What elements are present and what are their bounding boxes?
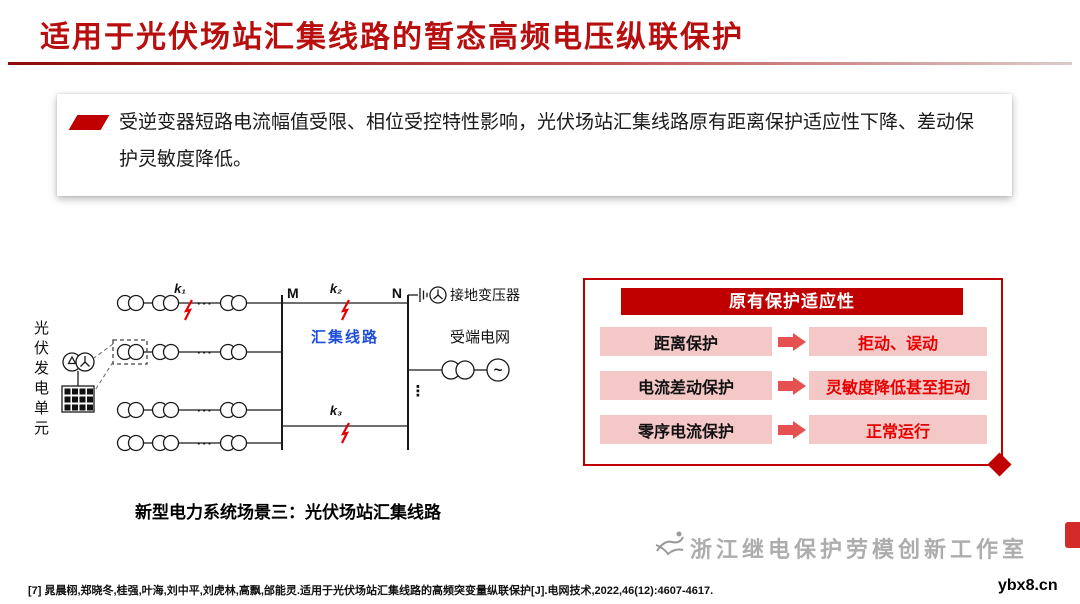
bus-m-label: M	[287, 285, 299, 301]
row2-ellipsis: ···	[197, 345, 213, 360]
arrow-shaft	[778, 424, 793, 435]
summary-box: 受逆变器短路电流幅值受限、相位受控特性影响，光伏场站汇集线路原有距离保护适应性下…	[57, 94, 1012, 196]
panel-row-differential: 电流差动保护 灵敏度降低甚至拒动	[600, 371, 987, 400]
summary-text: 受逆变器短路电流幅值受限、相位受控特性影响，光伏场站汇集线路原有距离保护适应性下…	[119, 112, 975, 170]
studio-logo-icon	[655, 531, 684, 556]
diagram-caption: 新型电力系统场景三：光伏场站汇集线路	[135, 503, 441, 522]
fault-label-k3: k₃	[330, 403, 342, 418]
row4-ellipsis: ···	[197, 436, 213, 451]
adaptability-panel: 原有保护适应性 距离保护 拒动、误动 电流差动保护 灵敏度降低甚至拒动 零序电流…	[583, 278, 1012, 477]
arrow-head	[793, 332, 806, 351]
grounding-transformer-symbol	[408, 286, 447, 304]
page-title: 适用于光伏场站汇集线路的暂态高频电压纵联保护	[40, 21, 744, 54]
panel-title: 原有保护适应性	[621, 288, 963, 315]
arrow-shaft	[778, 380, 793, 391]
arrow-right-icon	[778, 376, 806, 395]
generator-wave-glyph: ~	[494, 362, 503, 379]
protection-name: 电流差动保护	[600, 371, 772, 400]
red-seal-mark	[1065, 522, 1080, 548]
arrow-head	[793, 376, 806, 395]
pv-unit-detail-symbol	[61, 352, 95, 413]
bus-n-label: N	[392, 285, 402, 301]
protection-name: 距离保护	[600, 327, 772, 356]
protection-name: 零序电流保护	[600, 415, 772, 444]
row3-ellipsis: ···	[197, 403, 213, 418]
panel-corner-ribbon	[987, 452, 1012, 477]
fault-label-k1: k₁	[174, 281, 186, 296]
panel-row-zero-sequence: 零序电流保护 正常运行	[600, 415, 987, 444]
arrow-right-icon	[778, 332, 806, 351]
reference-footnote: [7] 晁晨栩,郑晓冬,桂强,叶海,刘中平,刘虎林,高飘,邰能灵.适用于光伏场站…	[28, 585, 714, 597]
protection-consequence: 灵敏度降低甚至拒动	[809, 371, 987, 400]
pv-unit-vertical-label: 光伏发电单元	[32, 320, 49, 440]
site-url: ybx8.cn	[998, 577, 1058, 594]
pv-feeder-row-4	[116, 434, 282, 452]
pv-array-icon	[64, 388, 93, 411]
pv-feeder-row-1	[116, 294, 282, 312]
protection-consequence: 正常运行	[809, 415, 987, 444]
fault-label-k2: k₂	[330, 281, 342, 296]
receiving-grid-symbol	[408, 358, 510, 382]
collection-line-label: 汇集线路	[311, 328, 379, 346]
red-parallelogram-bullet-icon	[68, 115, 110, 130]
arrow-shaft	[778, 336, 793, 347]
grounding-transformer-label: 接地变压器	[450, 287, 520, 303]
more-feeders-dots: ⋮	[411, 383, 426, 400]
panel-row-distance: 距离保护 拒动、误动	[600, 327, 987, 356]
receiving-grid-label: 受端电网	[450, 329, 510, 346]
studio-watermark: 浙江继电保护劳模创新工作室	[690, 537, 1029, 562]
row1-ellipsis: ···	[197, 296, 213, 311]
pv-feeder-row-3	[116, 401, 282, 419]
protection-consequence: 拒动、误动	[809, 327, 987, 356]
arrow-right-icon	[778, 420, 806, 439]
pv-collection-line-diagram: ··· ··· ··· ··· k₁ k₂ k₃ M N 汇集线路 接地变压器 …	[61, 281, 520, 452]
arrow-head	[793, 420, 806, 439]
pv-unit-dashed-box	[112, 339, 148, 365]
title-underline	[8, 62, 1072, 65]
